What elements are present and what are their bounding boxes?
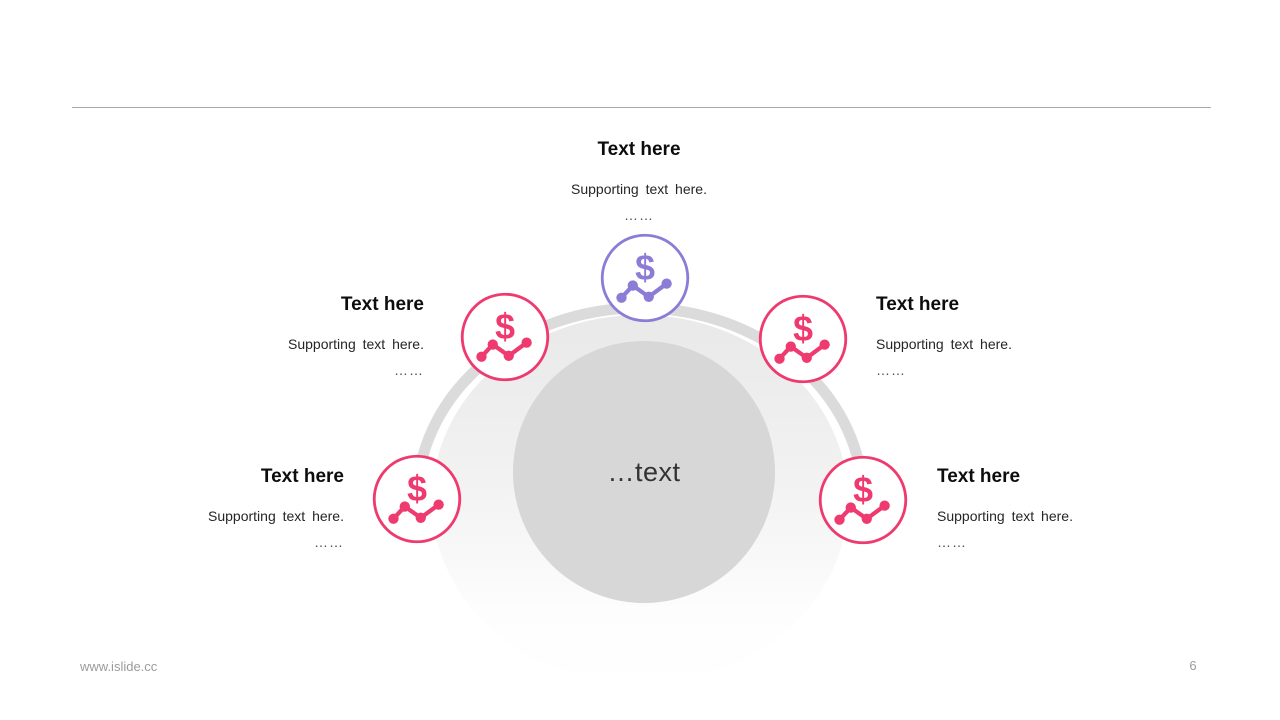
node-circle-lower-right: $ bbox=[816, 453, 910, 547]
block-supporting-text: Supporting text here. bbox=[288, 336, 424, 352]
dollar-sign-glyph: $ bbox=[635, 248, 655, 288]
block-ellipsis: …… bbox=[876, 362, 906, 378]
block-title: Text here bbox=[597, 139, 681, 160]
block-supporting-text: Supporting text here. bbox=[937, 508, 1073, 524]
block-supporting-text: Supporting text here. bbox=[571, 181, 707, 197]
block-supporting-text: Supporting text here. bbox=[876, 336, 1012, 352]
text-block-lower-left: Text here Supporting text here. …… bbox=[64, 466, 344, 550]
block-ellipsis: …… bbox=[624, 207, 654, 223]
block-ellipsis: …… bbox=[314, 534, 344, 550]
center-circle: …text bbox=[513, 341, 775, 603]
dollar-trend-icon: $ bbox=[372, 454, 462, 544]
dollar-sign-glyph: $ bbox=[495, 307, 515, 347]
footer-website: www.islide.cc bbox=[80, 659, 158, 674]
node-circle-upper-left: $ bbox=[458, 290, 552, 384]
page-number: 6 bbox=[1189, 658, 1197, 673]
dollar-sign-glyph: $ bbox=[407, 469, 427, 509]
block-title: Text here bbox=[260, 466, 344, 487]
node-circle-lower-left: $ bbox=[370, 452, 464, 546]
top-divider-line bbox=[72, 107, 1211, 108]
dollar-trend-icon: $ bbox=[460, 292, 550, 382]
block-ellipsis: …… bbox=[937, 534, 967, 550]
node-circle-upper-right: $ bbox=[756, 292, 850, 386]
block-supporting-text: Supporting text here. bbox=[208, 508, 344, 524]
block-title: Text here bbox=[937, 466, 1021, 487]
dollar-trend-icon: $ bbox=[818, 455, 908, 545]
block-title: Text here bbox=[876, 294, 960, 315]
block-title: Text here bbox=[340, 294, 424, 315]
block-ellipsis: …… bbox=[394, 362, 424, 378]
center-label: …text bbox=[607, 456, 681, 487]
text-block-upper-right: Text here Supporting text here. …… bbox=[876, 294, 1156, 378]
text-block-lower-right: Text here Supporting text here. …… bbox=[937, 466, 1217, 550]
dollar-sign-glyph: $ bbox=[853, 470, 873, 510]
dollar-trend-icon: $ bbox=[758, 294, 848, 384]
node-circle-top: $ bbox=[598, 231, 692, 325]
dollar-sign-glyph: $ bbox=[793, 309, 813, 349]
dollar-trend-icon: $ bbox=[600, 233, 690, 323]
text-block-top: Text here Supporting text here. …… bbox=[499, 139, 779, 223]
text-block-upper-left: Text here Supporting text here. …… bbox=[144, 294, 424, 378]
